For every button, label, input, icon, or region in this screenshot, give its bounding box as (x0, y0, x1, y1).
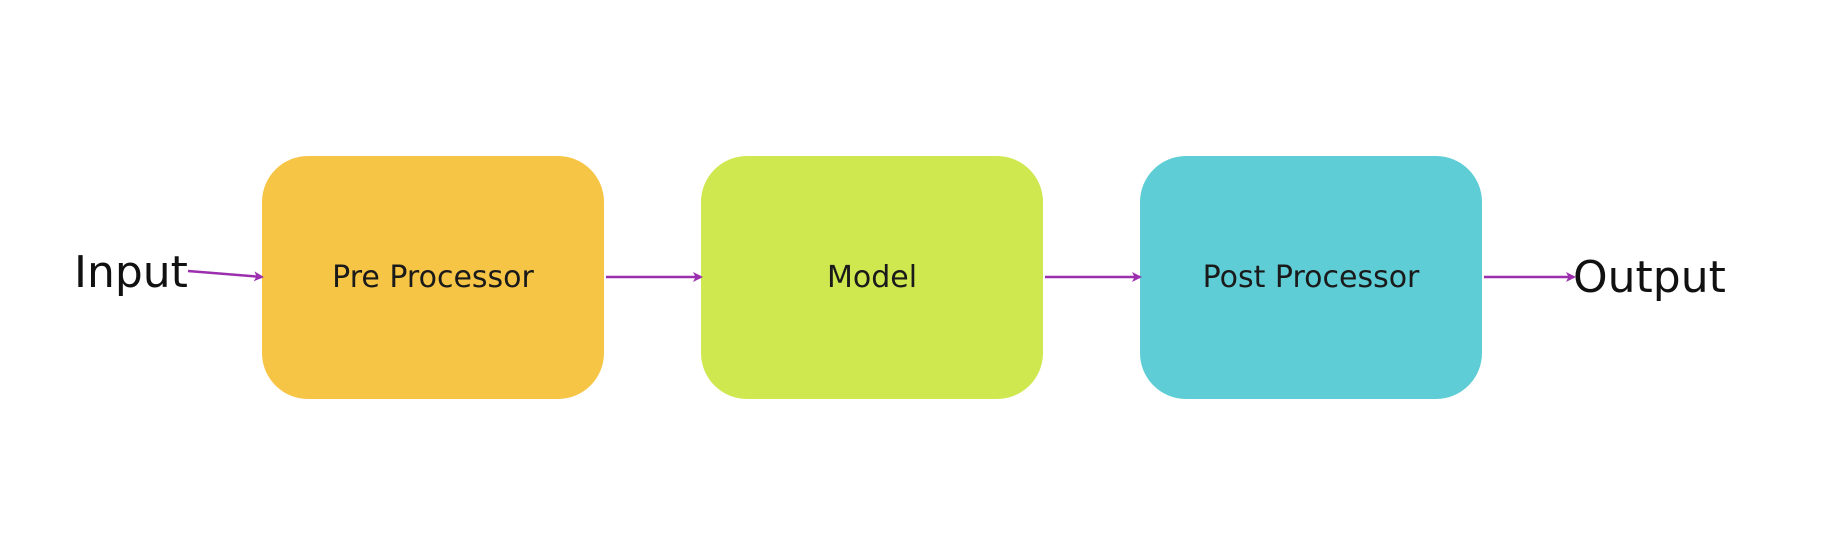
pre-processor-label: Pre Processor (332, 260, 534, 295)
output-label: Output (1573, 252, 1726, 303)
post-processor-box: Post Processor (1140, 156, 1482, 399)
post-processor-label: Post Processor (1202, 260, 1420, 295)
pre-processor-box: Pre Processor (262, 156, 604, 399)
model-label: Model (826, 260, 918, 295)
input-label: Input (74, 247, 188, 298)
arrow-input-to-preprocessor (187, 269, 264, 282)
model-box: Model (701, 156, 1043, 399)
